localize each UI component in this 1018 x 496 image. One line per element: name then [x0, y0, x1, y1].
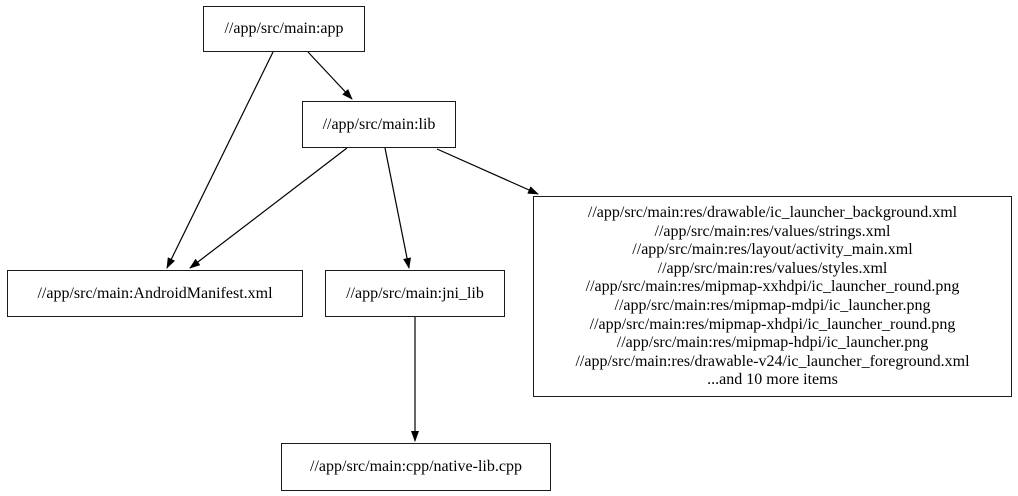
resource-line: //app/src/main:res/drawable/ic_launcher_…	[587, 204, 958, 221]
resource-line: //app/src/main:res/mipmap-xxhdpi/ic_laun…	[585, 278, 960, 296]
node-android-manifest-label: //app/src/main:AndroidManifest.xml	[37, 284, 273, 302]
resource-line-more-items: ...and 10 more items	[707, 371, 838, 389]
edge-lib-to-androidmanifest	[189, 147, 348, 269]
node-app-label: //app/src/main:app	[224, 20, 344, 38]
resource-line: //app/src/main:res/values/styles.xml	[657, 259, 888, 277]
node-jni-lib: //app/src/main:jni_lib	[325, 270, 505, 317]
edge-lib-to-resources	[436, 148, 539, 195]
node-app: //app/src/main:app	[203, 6, 365, 52]
resource-line: //app/src/main:res/layout/activity_main.…	[632, 241, 913, 259]
edge-app-to-lib	[307, 51, 353, 100]
node-native-lib-cpp-label: //app/src/main:cpp/native-lib.cpp	[310, 458, 522, 476]
edge-lib-to-jni-lib	[384, 147, 411, 269]
node-native-lib-cpp: //app/src/main:cpp/native-lib.cpp	[281, 443, 551, 491]
resource-line: //app/src/main:res/values/strings.xml	[654, 222, 891, 240]
node-android-manifest: //app/src/main:AndroidManifest.xml	[7, 270, 303, 317]
resource-line: //app/src/main:res/mipmap-mdpi/ic_launch…	[614, 296, 931, 314]
resource-line: //app/src/main:res/mipmap-xhdpi/ic_launc…	[589, 315, 956, 333]
node-jni-lib-label: //app/src/main:jni_lib	[346, 284, 484, 302]
resource-line: //app/src/main:res/drawable-v24/ic_launc…	[575, 352, 970, 370]
node-lib-label: //app/src/main:lib	[322, 115, 436, 133]
edge-app-to-androidmanifest	[166, 51, 274, 269]
resource-line: //app/src/main:res/mipmap-hdpi/ic_launch…	[616, 334, 929, 352]
node-lib: //app/src/main:lib	[302, 101, 456, 148]
node-resources-group: //app/src/main:res/drawable/ic_launcher_…	[533, 196, 1012, 397]
